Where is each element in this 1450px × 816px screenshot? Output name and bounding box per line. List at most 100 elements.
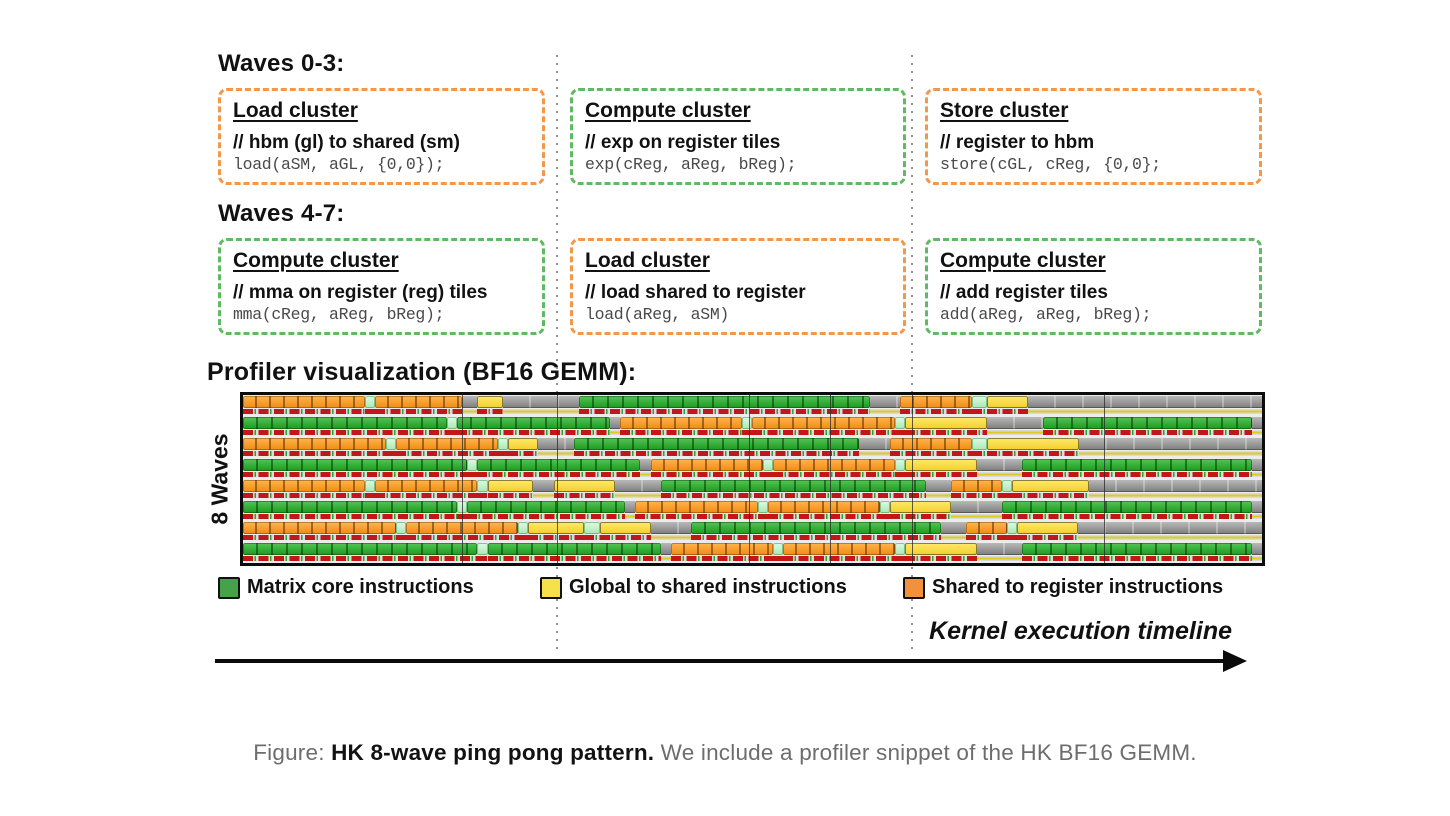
profiler-subsegment (1088, 493, 1262, 498)
wave-dash-strip (243, 514, 1262, 519)
cluster-box-compute2-waves47: Compute cluster // add register tiles ad… (925, 238, 1262, 335)
profiler-segment (533, 480, 554, 492)
profiler-subsegment (375, 493, 478, 498)
wave-dash-strip (243, 556, 1262, 561)
cluster-code: add(aReg, aReg, bReg); (940, 305, 1152, 324)
profiler-segment (986, 438, 1079, 450)
profiler-subsegment (951, 514, 1003, 519)
cluster-title: Compute cluster (585, 99, 751, 122)
profiler-segment (869, 396, 901, 408)
legend-item-matrix-core: Matrix core instructions (218, 576, 474, 599)
profiler-subsegment (742, 430, 753, 435)
profiler-segment (890, 438, 972, 450)
profiler-segment (895, 417, 906, 429)
cluster-comment: // exp on register tiles (585, 132, 781, 153)
profiler-subsegment (518, 535, 529, 540)
profiler-subsegment (869, 409, 901, 414)
profiler-subsegment (772, 472, 896, 477)
profiler-subsegment (497, 451, 508, 456)
profiler-segment (395, 522, 407, 534)
cluster-code: load(aReg, aSM) (585, 305, 730, 324)
profiler-segment (670, 543, 773, 555)
profiler-subsegment (243, 493, 366, 498)
profiler-subsegment (487, 556, 661, 561)
profiler-subsegment (905, 556, 977, 561)
cluster-comment: // mma on register (reg) tiles (233, 282, 488, 303)
profiler-subsegment (467, 472, 478, 477)
profiler-segment (243, 396, 366, 408)
profiler-subsegment (971, 409, 987, 414)
profiler-segment (1042, 417, 1252, 429)
profiler-gridline (556, 395, 558, 563)
column-separator-dotted-line-left (556, 55, 558, 650)
profiler-gridline (912, 395, 914, 563)
cluster-box-compute-waves03: Compute cluster // exp on register tiles… (570, 88, 906, 185)
profiler-gridline (749, 395, 751, 563)
wave-instruction-bar (243, 396, 1262, 408)
profiler-segment (767, 501, 880, 513)
wave-dash-strip (243, 409, 1262, 414)
profiler-segment (528, 522, 585, 534)
profiler-segment (1027, 396, 1262, 408)
profiler-subsegment (574, 451, 860, 456)
wave-instruction-bar (243, 522, 1262, 534)
profiler-segment (976, 459, 1023, 471)
profiler-segment (925, 480, 952, 492)
profiler-segment (579, 396, 870, 408)
profiler-subsegment (477, 493, 488, 498)
profiler-segment (905, 543, 977, 555)
waves-0-3-heading: Waves 0-3: (218, 50, 345, 77)
matrix-core-swatch-icon (218, 576, 240, 599)
profiler-subsegment (1012, 493, 1089, 498)
profiler-subsegment (477, 472, 641, 477)
profiler-segment (456, 417, 610, 429)
profiler-subsegment (456, 430, 610, 435)
profiler-subsegment (507, 451, 539, 456)
profiler-subsegment (660, 493, 926, 498)
profiler-segment (620, 417, 743, 429)
profiler-segment (859, 438, 891, 450)
profiler-legend: Matrix core instructions Global to share… (0, 576, 1450, 602)
profiler-subsegment (879, 514, 891, 519)
profiler-segment (375, 480, 478, 492)
profiler-subsegment (635, 514, 758, 519)
profiler-subsegment (1251, 556, 1262, 561)
profiler-segment (518, 522, 529, 534)
profiler-segment (879, 501, 891, 513)
wave-row (243, 416, 1262, 435)
profiler-segment (1251, 501, 1262, 513)
profiler-segment (477, 396, 503, 408)
profiler-subsegment (553, 493, 615, 498)
wave-row (243, 500, 1262, 519)
profiler-segment (772, 459, 896, 471)
profiler-segment (1017, 522, 1079, 534)
profiler-subsegment (905, 430, 987, 435)
profiler-segment (1088, 480, 1262, 492)
profiler-subsegment (900, 409, 972, 414)
profiler-segment (986, 417, 1043, 429)
profiler-segment (243, 438, 386, 450)
profiler-subsegment (395, 451, 498, 456)
profiler-segment (1022, 459, 1252, 471)
profiler-subsegment (243, 409, 366, 414)
wave-row (243, 458, 1262, 477)
profiler-segment (446, 417, 457, 429)
profiler-segment (905, 417, 987, 429)
profiler-segment (609, 417, 621, 429)
profiler-subsegment (502, 409, 580, 414)
caption-rest-text: We include a profiler snippet of the HK … (654, 740, 1197, 765)
profiler-subsegment (986, 451, 1079, 456)
profiler-segment (966, 522, 1008, 534)
profiler-segment (243, 417, 447, 429)
profiler-segment (477, 480, 488, 492)
profiler-segment (385, 438, 396, 450)
wave-row (243, 395, 1262, 414)
profiler-segment (497, 438, 508, 450)
profiler-segment (650, 522, 692, 534)
profiler-segment (890, 501, 952, 513)
profiler-heading: Profiler visualization (BF16 GEMM): (207, 358, 637, 386)
profiler-subsegment (243, 451, 386, 456)
cluster-title: Compute cluster (233, 249, 399, 272)
cluster-code: load(aSM, aGL, {0,0}); (233, 155, 445, 174)
cluster-code: store(cGL, cReg, {0,0}; (940, 155, 1161, 174)
